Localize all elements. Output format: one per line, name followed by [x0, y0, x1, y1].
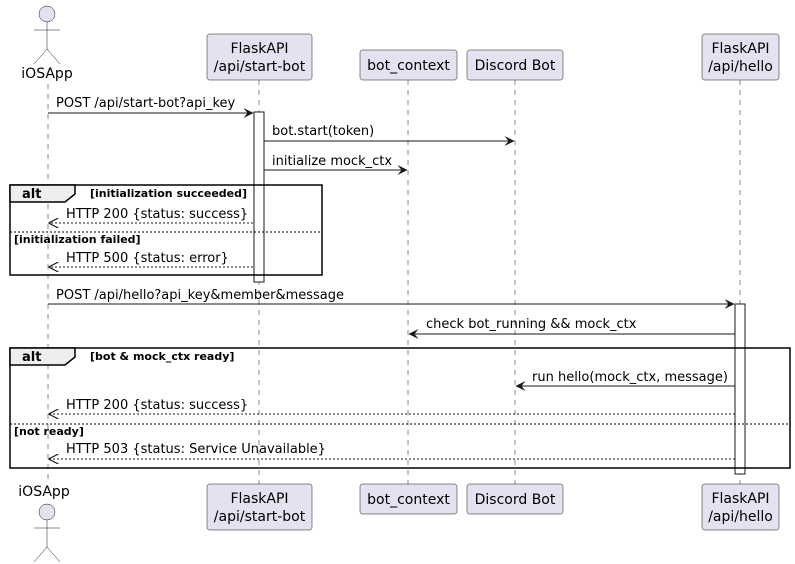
participant-bot-context-top: bot_context — [359, 49, 458, 81]
message-label: bot.start(token) — [272, 124, 374, 139]
participant-label: Discord Bot — [475, 492, 556, 508]
actor-label: iOSApp — [18, 484, 70, 500]
activation-start-bot — [253, 111, 265, 283]
alt-else-guard: [not ready] — [14, 425, 84, 438]
alt-keyword: alt — [22, 350, 41, 365]
message-label: HTTP 503 {status: Service Unavailable} — [66, 442, 326, 457]
message-label: check bot_running && mock_ctx — [426, 317, 637, 332]
participant-bot-context-bottom: bot_context — [359, 483, 458, 515]
message-label: HTTP 500 {status: error} — [66, 251, 229, 266]
participant-hello-bottom: FlaskAPI /api/hello — [701, 483, 780, 531]
participant-label: bot_context — [367, 58, 450, 74]
alt-guard: [bot & mock_ctx ready] — [90, 350, 234, 363]
participant-label: bot_context — [367, 492, 450, 508]
message-label: POST /api/start-bot?api_key — [56, 96, 236, 111]
participant-label-line2: /api/hello — [708, 509, 773, 525]
actor-iosapp-top: iOSApp — [21, 5, 73, 82]
participant-label-line1: FlaskAPI — [711, 491, 769, 507]
message-label: run hello(mock_ctx, message) — [532, 370, 728, 385]
actor-iosapp-bottom: iOSApp — [18, 484, 70, 563]
participant-start-bot-top: FlaskAPI /api/start-bot — [206, 33, 313, 81]
participant-label-line1: FlaskAPI — [230, 41, 288, 57]
participant-discord-bot-top: Discord Bot — [466, 49, 564, 81]
alt-else-guard: [initialization failed] — [14, 233, 141, 246]
participant-label-line1: FlaskAPI — [230, 491, 288, 507]
message-label: initialize mock_ctx — [272, 154, 392, 169]
participant-label: Discord Bot — [475, 58, 556, 74]
participant-hello-top: FlaskAPI /api/hello — [701, 33, 780, 81]
activation-hello — [734, 303, 746, 475]
alt-keyword: alt — [22, 187, 41, 202]
alt-fragment-readiness: alt [bot & mock_ctx ready] [not ready] — [9, 347, 791, 469]
actor-label: iOSApp — [21, 66, 73, 82]
alt-fragment-initialization: alt [initialization succeeded] [initiali… — [9, 184, 323, 276]
participant-label-line1: FlaskAPI — [711, 41, 769, 57]
message-label: HTTP 200 {status: success} — [66, 207, 248, 222]
participant-start-bot-bottom: FlaskAPI /api/start-bot — [206, 483, 313, 531]
participant-label-line2: /api/start-bot — [214, 59, 306, 75]
participant-label-line2: /api/hello — [708, 59, 773, 75]
message-label: HTTP 200 {status: success} — [66, 398, 248, 413]
participant-discord-bot-bottom: Discord Bot — [466, 483, 564, 515]
message-label: POST /api/hello?api_key&member&message — [56, 288, 344, 303]
alt-guard: [initialization succeeded] — [90, 187, 247, 200]
participant-label-line2: /api/start-bot — [214, 509, 306, 525]
